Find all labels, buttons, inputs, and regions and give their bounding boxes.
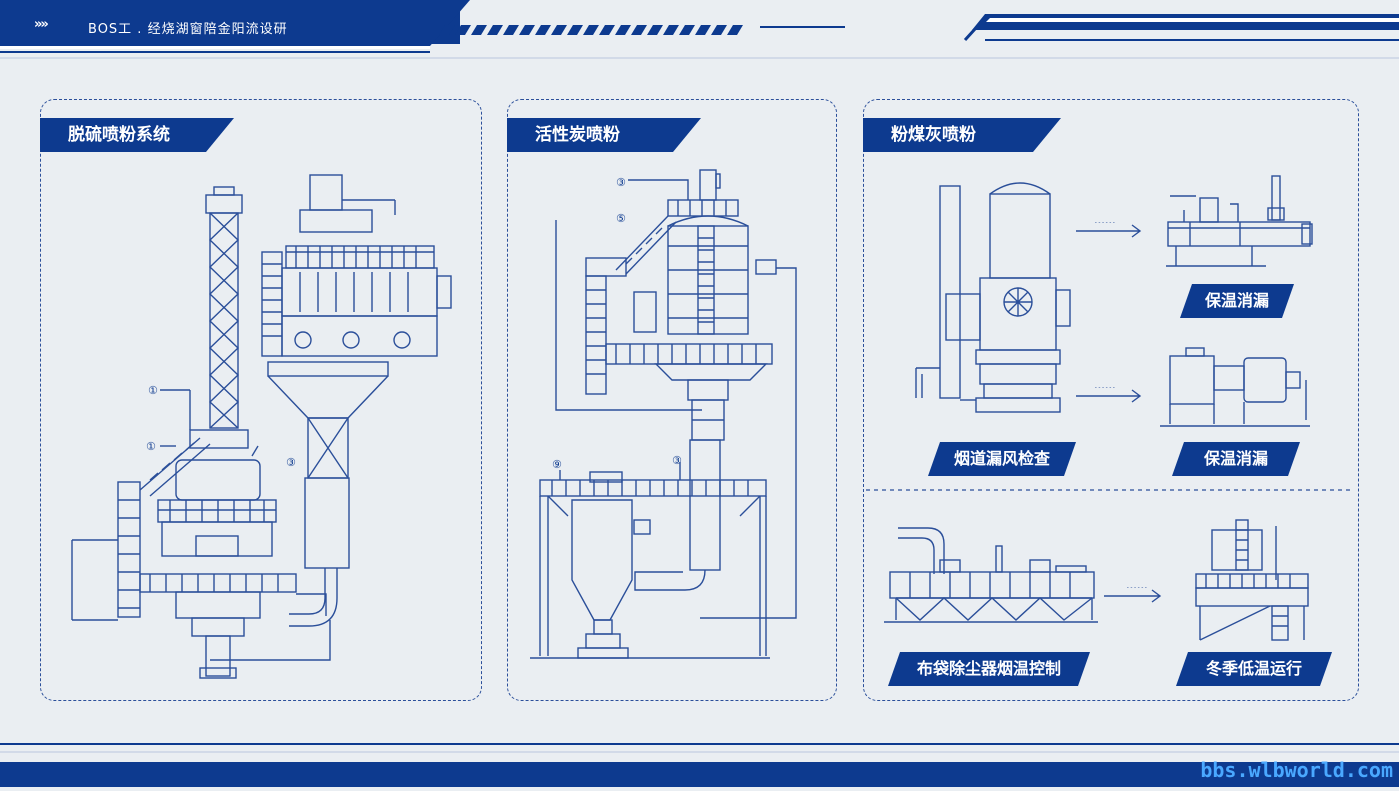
label-insulation-leak-1: 保温消漏: [1180, 284, 1294, 318]
page-title: BOS工 . 经烧湖窗陪金阳流设研: [88, 22, 288, 37]
desulfurization-drawing: [71, 174, 452, 679]
panel-desulfurization: [40, 99, 482, 701]
panel-title-fly-ash: 粉煤灰喷粉: [863, 118, 1061, 152]
callout-1: ①: [148, 384, 158, 397]
panel-title-activated-carbon: 活性炭喷粉: [507, 118, 701, 152]
panel-fly-ash: [863, 99, 1359, 701]
panel-activated-carbon: [507, 99, 837, 701]
label-winter-low-temp: 冬季低温运行: [1176, 652, 1332, 686]
footer-band: [0, 740, 1399, 787]
header-graphic: [0, 0, 1399, 59]
label-insulation-leak-2: 保温消漏: [1172, 442, 1300, 476]
activated-carbon-drawing: [530, 169, 797, 659]
callout-3: ③: [286, 456, 296, 469]
footer-graphic: [0, 743, 1399, 787]
callout-5: ⑤: [616, 212, 626, 225]
label-bag-filter-temp: 布袋除尘器烟温控制: [888, 652, 1090, 686]
header-band: »» BOS工 . 经烧湖窗陪金阳流设研: [0, 0, 1399, 60]
callout-6: ⑨: [552, 458, 562, 471]
chevron-icon: »»: [34, 17, 49, 32]
label-flue-leak-check: 烟道漏风检查: [928, 442, 1076, 476]
arrow-caption-3: ------: [1126, 584, 1148, 591]
callout-2: ①: [146, 440, 156, 453]
callout-7: ③: [672, 454, 682, 467]
fly-ash-drawing: [884, 175, 1313, 641]
arrow-caption-1: ------: [1094, 219, 1116, 226]
watermark: bbs.wlbworld.com: [1200, 758, 1393, 782]
arrow-caption-2: ------: [1094, 384, 1116, 391]
callout-4: ③: [616, 176, 626, 189]
panel-title-desulfurization: 脱硫喷粉系统: [40, 118, 234, 152]
